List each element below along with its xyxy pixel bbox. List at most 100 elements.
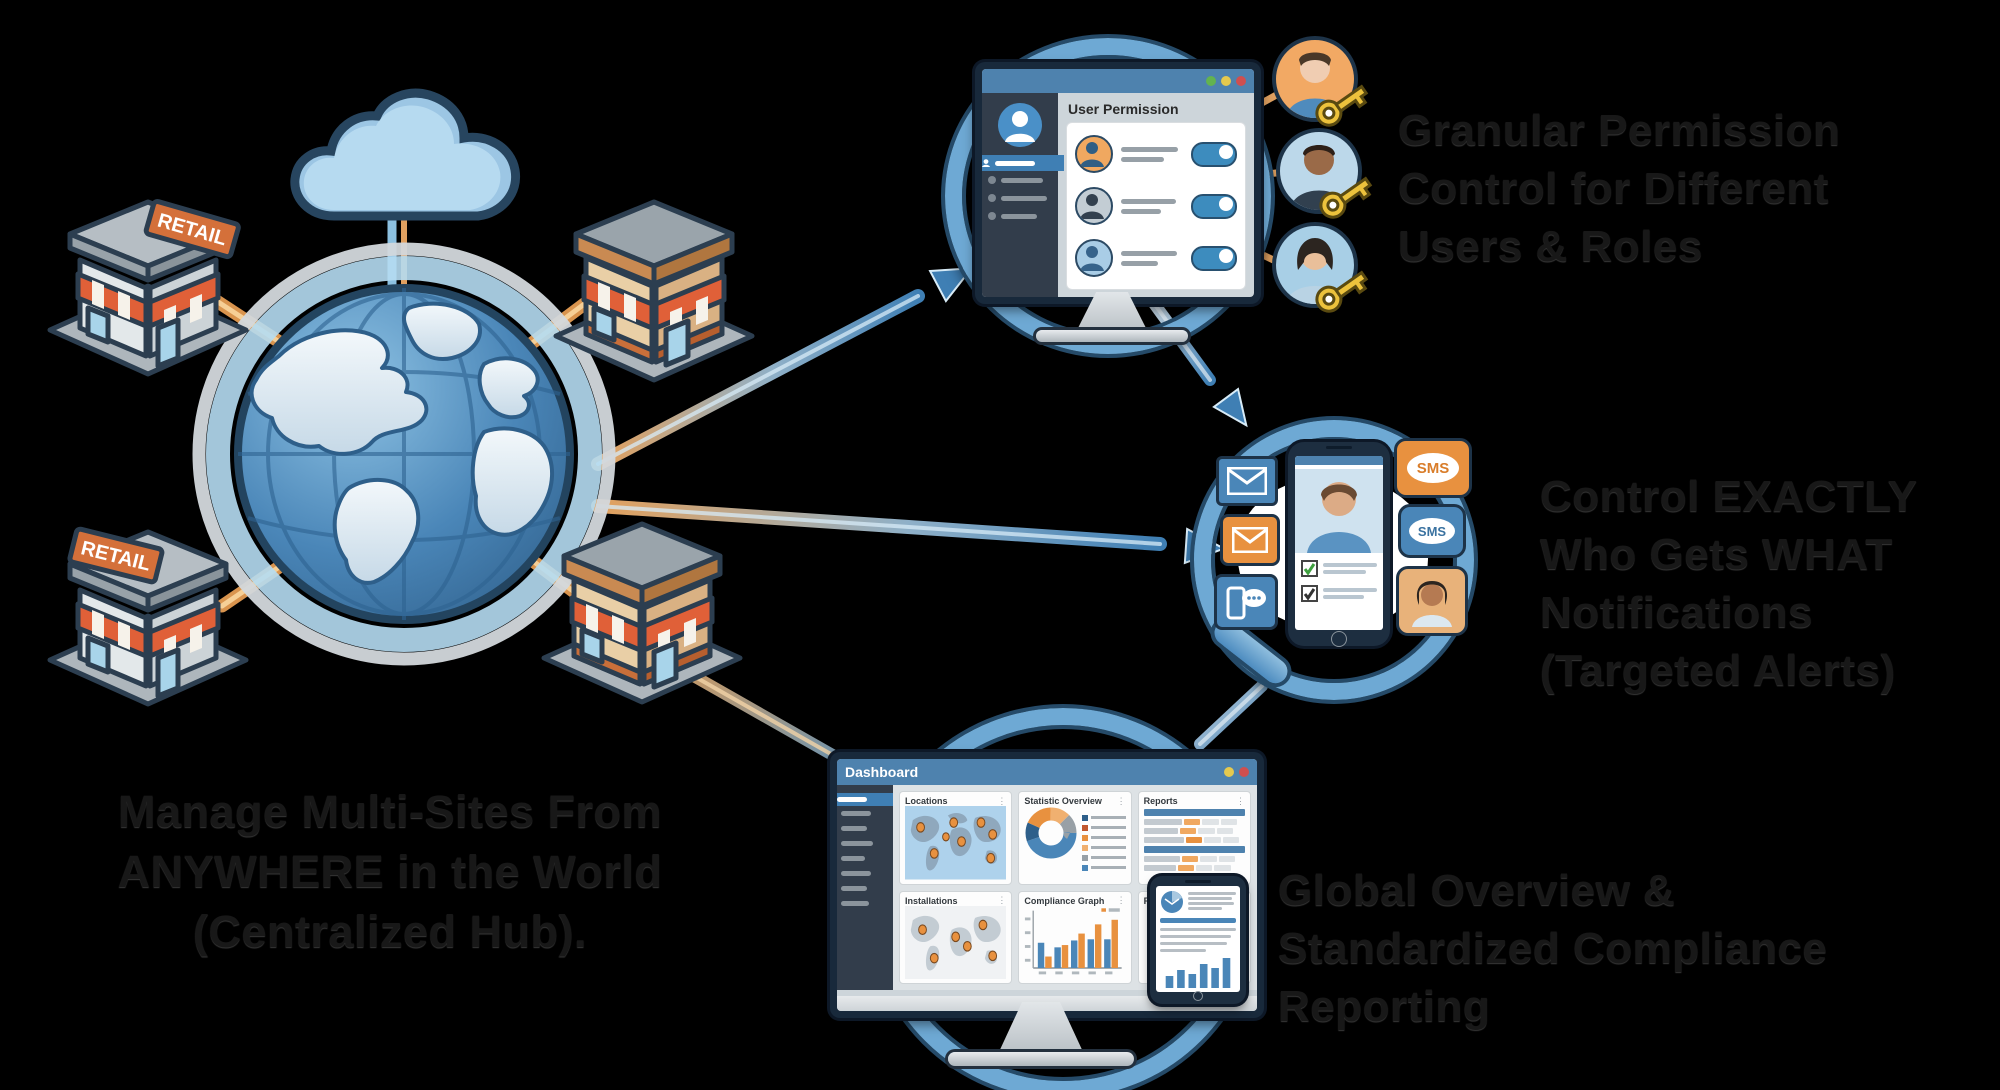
key-icon (1315, 270, 1369, 313)
caption-line: (Centralized Hub). (192, 905, 587, 957)
permission-toggle (1191, 193, 1237, 219)
monitor-stand-base (948, 1052, 1134, 1066)
caption-line: Users & Roles (1398, 222, 1703, 272)
red-dot-icon (1239, 767, 1249, 777)
window-dots (1224, 767, 1249, 777)
caption-line: Reporting (1278, 982, 1491, 1032)
sms-bubble-icon: SMS (1398, 504, 1466, 558)
sidebar-item-active (982, 155, 1064, 171)
email-alert-icon (1220, 514, 1280, 566)
caption-line: Who Gets WHAT (1540, 530, 1893, 580)
permission-main-panel: User Permission (1058, 93, 1254, 297)
user-avatar-icon (1075, 187, 1113, 225)
caption-line: Standardized Compliance (1278, 924, 1828, 974)
red-dot-icon (1236, 76, 1246, 86)
user-icon (982, 159, 990, 167)
permission-row (1075, 135, 1237, 173)
checkbox-checked-icon (1301, 560, 1318, 577)
permission-row (1075, 239, 1237, 277)
pie-chart-icon (1161, 891, 1183, 913)
globe-icon (192, 242, 616, 666)
sidebar-item-active (837, 793, 899, 806)
sidebar-item (841, 811, 889, 816)
phone-home-button (1193, 991, 1203, 1001)
store-icon: RETAIL (47, 526, 249, 707)
caption-line: ANYWHERE in the World (117, 845, 663, 897)
kebab-menu-icon: ⋮ (997, 895, 1007, 905)
permission-sidebar (982, 93, 1064, 297)
caption-line: (Targeted Alerts) (1540, 646, 1896, 696)
permission-group: User Permission (930, 30, 1410, 370)
panel-title: Statistic Overview (1024, 796, 1102, 806)
panel-title: Reports (1143, 796, 1178, 806)
user-avatar-icon (1075, 239, 1113, 277)
phone-home-button (1331, 631, 1347, 647)
world-map-pins (905, 806, 1007, 880)
email-icon (1216, 456, 1278, 506)
monitor-stand-base (1036, 330, 1188, 342)
permission-screen: User Permission (982, 69, 1254, 297)
dashboard-group: Dashboard (820, 690, 1300, 1090)
user-key-medallion (1272, 36, 1369, 127)
yellow-dot-icon (1224, 767, 1234, 777)
profile-avatar-icon (998, 103, 1042, 147)
mobile-chat-icon (1214, 574, 1278, 630)
caption-line: Notifications (1540, 588, 1813, 638)
sms-label: SMS (1417, 523, 1447, 539)
panel-compliance-graph: Compliance Graph ⋮ (1018, 890, 1132, 984)
donut-chart (1025, 807, 1077, 859)
store-icon (541, 521, 743, 705)
panel-title: Compliance Graph (1024, 895, 1105, 906)
kebab-menu-icon: ⋮ (1116, 895, 1126, 905)
permission-caption: Granular Permission Control for Differen… (1398, 102, 1938, 276)
store-icon: RETAIL (47, 199, 249, 377)
notifications-group: SMS SMS (1180, 408, 1500, 708)
permission-list (1066, 122, 1246, 290)
mini-bar-chart (1165, 958, 1231, 988)
permission-row (1075, 187, 1237, 225)
permission-toggle (1191, 245, 1237, 271)
key-icon (1319, 176, 1373, 219)
user-bubble-icon (1396, 566, 1468, 636)
panel-reports-table: Reports ⋮ (1137, 791, 1251, 885)
sidebar-item (841, 841, 889, 846)
hub-caption: Manage Multi-Sites From ANYWHERE in the … (90, 782, 690, 962)
permission-monitor: User Permission (975, 62, 1261, 304)
dashboard-titlebar: Dashboard (837, 759, 1257, 785)
sidebar-item (841, 886, 889, 891)
panel-locations: Locations ⋮ (899, 791, 1013, 885)
yellow-dot-icon (1221, 76, 1231, 86)
sidebar-item (841, 826, 889, 831)
green-dot-icon (1206, 76, 1216, 86)
bar-chart (1025, 907, 1122, 974)
panel-title: Installations (905, 895, 958, 906)
caption-line: Control EXACTLY (1540, 472, 1918, 521)
caption-line: Granular Permission (1398, 106, 1841, 155)
permission-titlebar (982, 69, 1254, 93)
store-icon (553, 199, 755, 383)
sidebar-item (987, 194, 1053, 202)
panel-title: Locations (905, 796, 948, 806)
user-key-medallion (1276, 128, 1373, 219)
sidebar-item (841, 871, 889, 876)
dashboard-caption: Global Overview & Standardized Complianc… (1278, 862, 1938, 1036)
sidebar-item (987, 176, 1053, 184)
checkbox-checked-icon (1301, 585, 1318, 602)
panel-installations: Installations ⋮ (899, 890, 1013, 984)
caption-line: Manage Multi-Sites From (117, 786, 663, 837)
donut-legend (1082, 806, 1126, 880)
kebab-menu-icon: ⋮ (997, 795, 1007, 806)
user-key-medallion (1272, 222, 1369, 313)
dashboard-title: Dashboard (845, 764, 919, 780)
sidebar-item (841, 856, 889, 861)
phone-speaker (1185, 880, 1211, 883)
cloud-icon (290, 88, 521, 221)
dashboard-sidebar (837, 785, 899, 990)
kebab-menu-icon: ⋮ (1236, 795, 1245, 806)
user-portrait-icon (1295, 469, 1383, 553)
sms-bubble-icon: SMS (1394, 438, 1472, 498)
world-map-pins (905, 905, 1007, 979)
user-avatar-icon (1075, 135, 1113, 173)
sms-label: SMS (1416, 459, 1450, 477)
